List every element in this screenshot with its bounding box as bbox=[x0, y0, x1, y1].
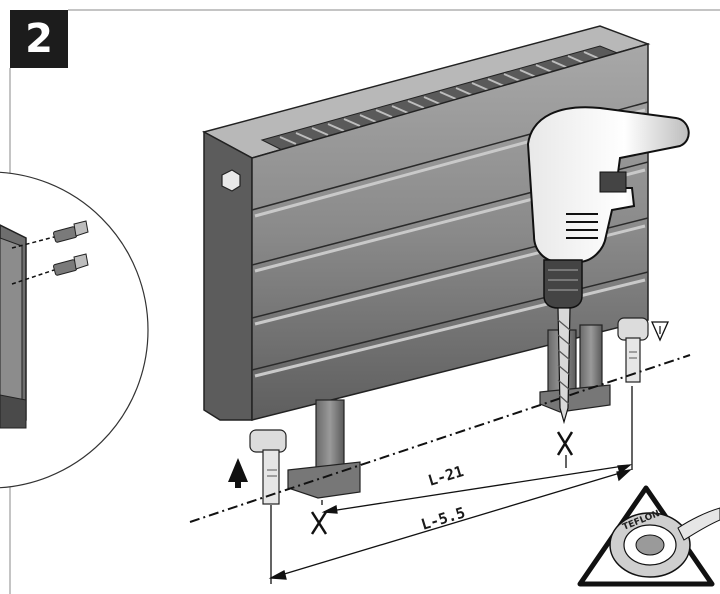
step-number-badge: 2 bbox=[10, 10, 68, 68]
screw-icon bbox=[53, 220, 89, 243]
floor-reference-line bbox=[189, 354, 691, 523]
bracket-detail bbox=[0, 224, 27, 429]
dimension-inner-label: L-21 bbox=[426, 462, 466, 490]
vent-valve-icon bbox=[221, 169, 241, 192]
drill-mark-icon bbox=[556, 431, 574, 456]
pipe-connection-left bbox=[249, 429, 287, 505]
screw-icon bbox=[53, 253, 89, 276]
dimension-outer bbox=[268, 469, 633, 584]
dimension-outer-label: L-5.5 bbox=[419, 503, 467, 533]
drill-mark-icon bbox=[310, 511, 328, 535]
pipe-connection-right bbox=[617, 317, 649, 383]
detail-inset-circle bbox=[0, 171, 149, 489]
teflon-tape-warning-icon: TEFLON bbox=[577, 485, 720, 587]
dimension-inner bbox=[321, 386, 633, 514]
water-inlet-arrow-icon bbox=[228, 458, 248, 488]
drill-icon bbox=[526, 106, 690, 425]
